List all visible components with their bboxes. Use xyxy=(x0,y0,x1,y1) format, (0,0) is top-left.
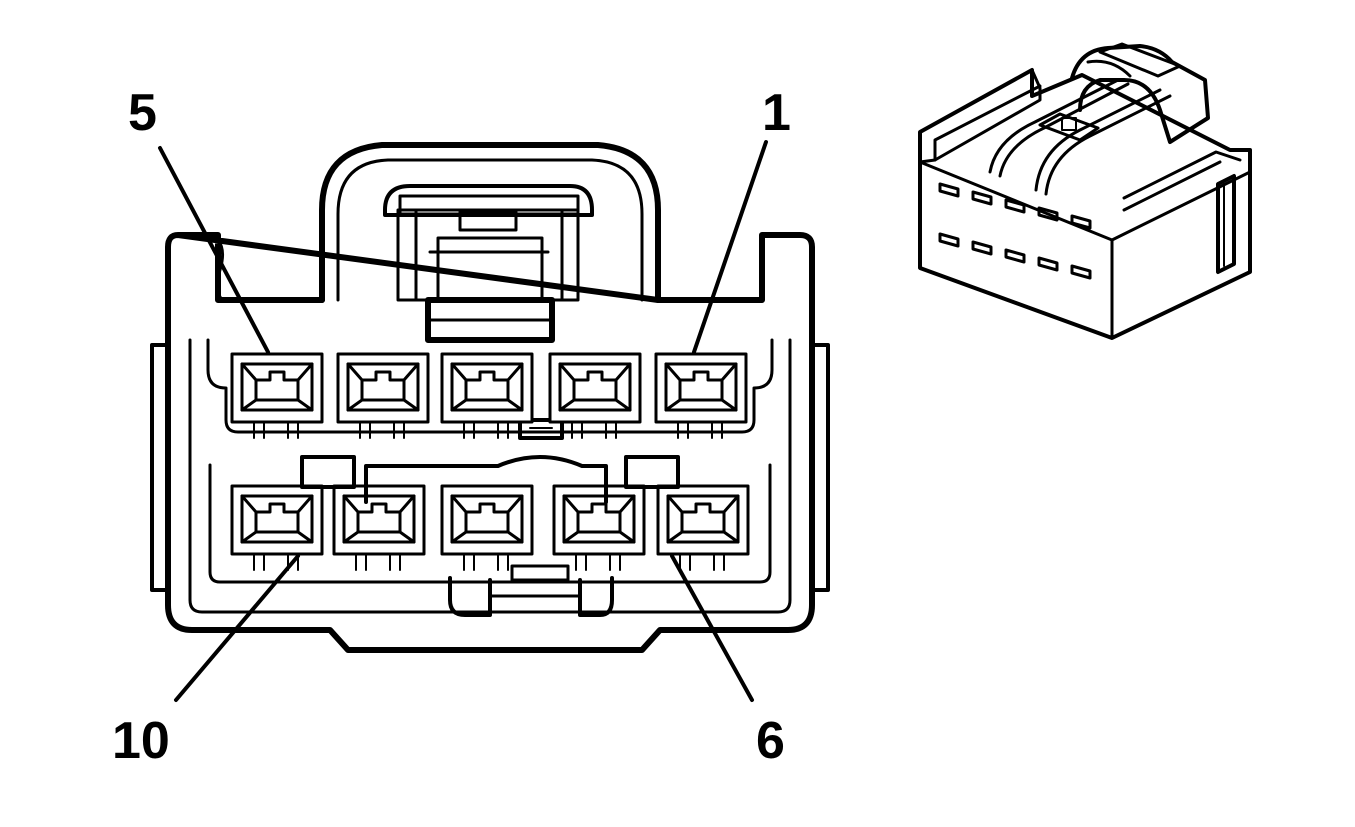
iso-upper-slot-1 xyxy=(938,182,960,198)
iso-upper-slot-3 xyxy=(1004,198,1026,214)
leader-line-pin-5 xyxy=(158,146,270,354)
left-notch xyxy=(215,238,225,302)
iso-upper-slot-4 xyxy=(1037,206,1059,222)
connector-isometric-view xyxy=(918,42,1252,340)
lower-terminal-row xyxy=(230,484,750,571)
terminal-pin-8 xyxy=(440,484,534,571)
bottom-lock-slot xyxy=(448,564,614,617)
leader-line-pin-6 xyxy=(670,554,754,702)
terminal-pin-7 xyxy=(552,484,646,571)
terminal-pin-4 xyxy=(336,352,430,439)
housing-outline xyxy=(165,232,815,653)
iso-lower-slot-3 xyxy=(1004,248,1026,264)
isometric-terminal-slots xyxy=(938,182,1092,280)
upper-terminal-row xyxy=(230,352,748,439)
terminal-pin-1 xyxy=(654,352,748,439)
latch-hood-inner xyxy=(336,158,644,302)
left-side-rail xyxy=(150,343,170,592)
latch xyxy=(383,184,594,343)
terminal-pin-6 xyxy=(656,484,750,571)
pin-10-label: 10 xyxy=(112,712,170,770)
iso-lower-slot-1 xyxy=(938,232,960,248)
connector-face-view: 5 1 10 6 xyxy=(112,84,830,770)
center-key-bar xyxy=(364,455,608,504)
iso-lower-slot-5 xyxy=(1070,264,1092,280)
iso-upper-slot-2 xyxy=(971,190,993,206)
terminal-pin-9 xyxy=(332,484,426,571)
pin-5-label: 5 xyxy=(128,84,157,142)
iso-lower-slot-2 xyxy=(971,240,993,256)
iso-upper-slot-5 xyxy=(1070,214,1092,230)
latch-hood xyxy=(319,142,661,303)
terminal-pin-3 xyxy=(440,352,534,439)
iso-lower-slot-4 xyxy=(1037,256,1059,272)
right-side-rail xyxy=(810,343,830,592)
left-key-block xyxy=(300,455,356,489)
terminal-pin-5 xyxy=(230,352,324,439)
upper-row-frame xyxy=(206,338,774,434)
center-key-slot xyxy=(518,418,564,440)
pin-1-label: 1 xyxy=(762,84,791,142)
terminal-pin-10 xyxy=(230,484,324,571)
pin-6-label: 6 xyxy=(756,712,785,770)
leader-line-pin-1 xyxy=(692,140,768,354)
terminal-pin-2 xyxy=(548,352,642,439)
leader-line-pin-10 xyxy=(174,554,300,702)
right-key-block xyxy=(624,455,680,489)
